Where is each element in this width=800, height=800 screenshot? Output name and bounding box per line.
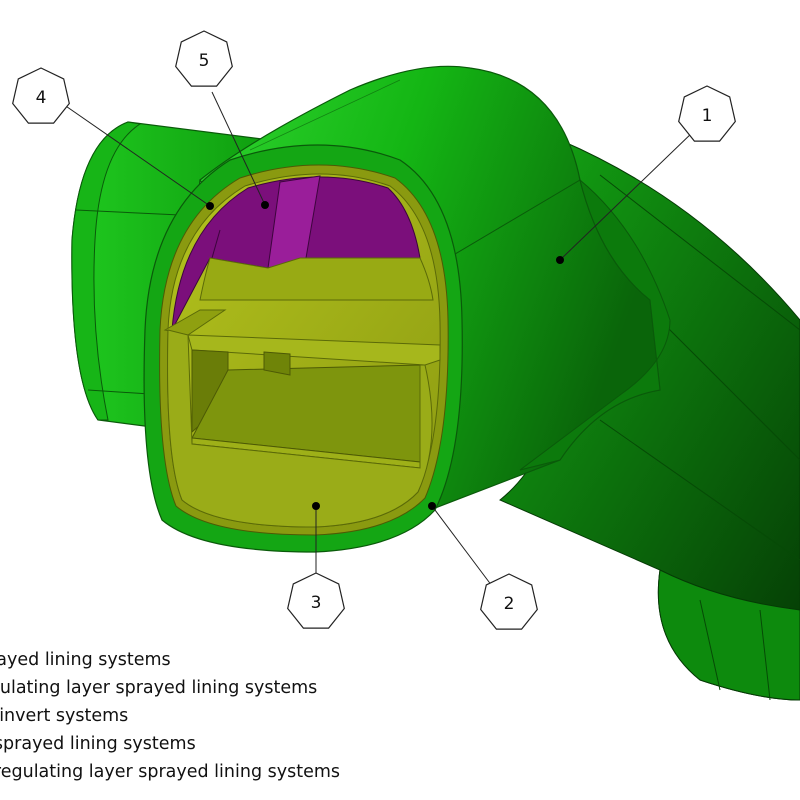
callout-2-label: 2 xyxy=(504,594,515,614)
legend-item-1: prayed lining systems xyxy=(0,650,171,670)
callout-4-heptagon xyxy=(12,67,70,124)
legend-item-5: y regulating layer sprayed lining system… xyxy=(0,762,340,782)
branch-seam-5 xyxy=(759,609,771,701)
tunnel-portal xyxy=(143,144,463,553)
main-seam-1 xyxy=(444,179,581,261)
crown-seam xyxy=(211,229,221,259)
main-seam-2 xyxy=(249,79,401,151)
left-seam-1 xyxy=(75,209,181,216)
callout-1: 1 xyxy=(678,85,736,142)
branch-seam-4 xyxy=(699,599,721,691)
leader-dot-2 xyxy=(428,502,436,510)
invert-block xyxy=(263,351,291,376)
callout-3: 3 xyxy=(287,572,345,629)
mid-deck xyxy=(187,334,441,366)
callout-5-label: 5 xyxy=(199,51,210,71)
leader-dot-5 xyxy=(261,201,269,209)
callout-5: 5 xyxy=(175,30,233,87)
branch-seam-3 xyxy=(599,419,800,561)
leader-line-2 xyxy=(431,505,496,591)
leader-dots xyxy=(206,201,564,510)
left-tunnel-end-ring xyxy=(71,121,142,421)
legend: prayed lining systems egulating layer sp… xyxy=(0,646,800,800)
callout-3-heptagon xyxy=(287,572,345,629)
tunnel-invert-structure xyxy=(163,257,441,528)
callout-4-label: 4 xyxy=(36,88,47,108)
callout-2-heptagon xyxy=(480,573,538,630)
leader-dot-4 xyxy=(206,202,214,210)
main-tunnel-right-face xyxy=(519,178,671,471)
leader-line-5 xyxy=(211,91,266,206)
leader-line-4 xyxy=(59,101,211,207)
callout-2: 2 xyxy=(480,573,538,630)
callout-4: 4 xyxy=(12,67,70,124)
leader-line-1 xyxy=(559,129,696,261)
branch-tunnel-lower-ring xyxy=(657,569,800,701)
leader-dot-1 xyxy=(556,256,564,264)
legend-item-4: y sprayed lining systems xyxy=(0,734,196,754)
callout-1-label: 1 xyxy=(702,106,713,126)
invert-base xyxy=(167,329,433,528)
legend-item-3: el invert systems xyxy=(0,706,129,726)
branch-seam-1 xyxy=(599,174,800,331)
callout-1-heptagon xyxy=(678,85,736,142)
leader-lines xyxy=(59,91,696,591)
callout-5-heptagon xyxy=(175,30,233,87)
upper-slab xyxy=(199,257,434,301)
callout-3-label: 3 xyxy=(311,593,322,613)
legend-item-2: egulating layer sprayed lining systems xyxy=(0,678,318,698)
leader-dot-3 xyxy=(312,502,320,510)
